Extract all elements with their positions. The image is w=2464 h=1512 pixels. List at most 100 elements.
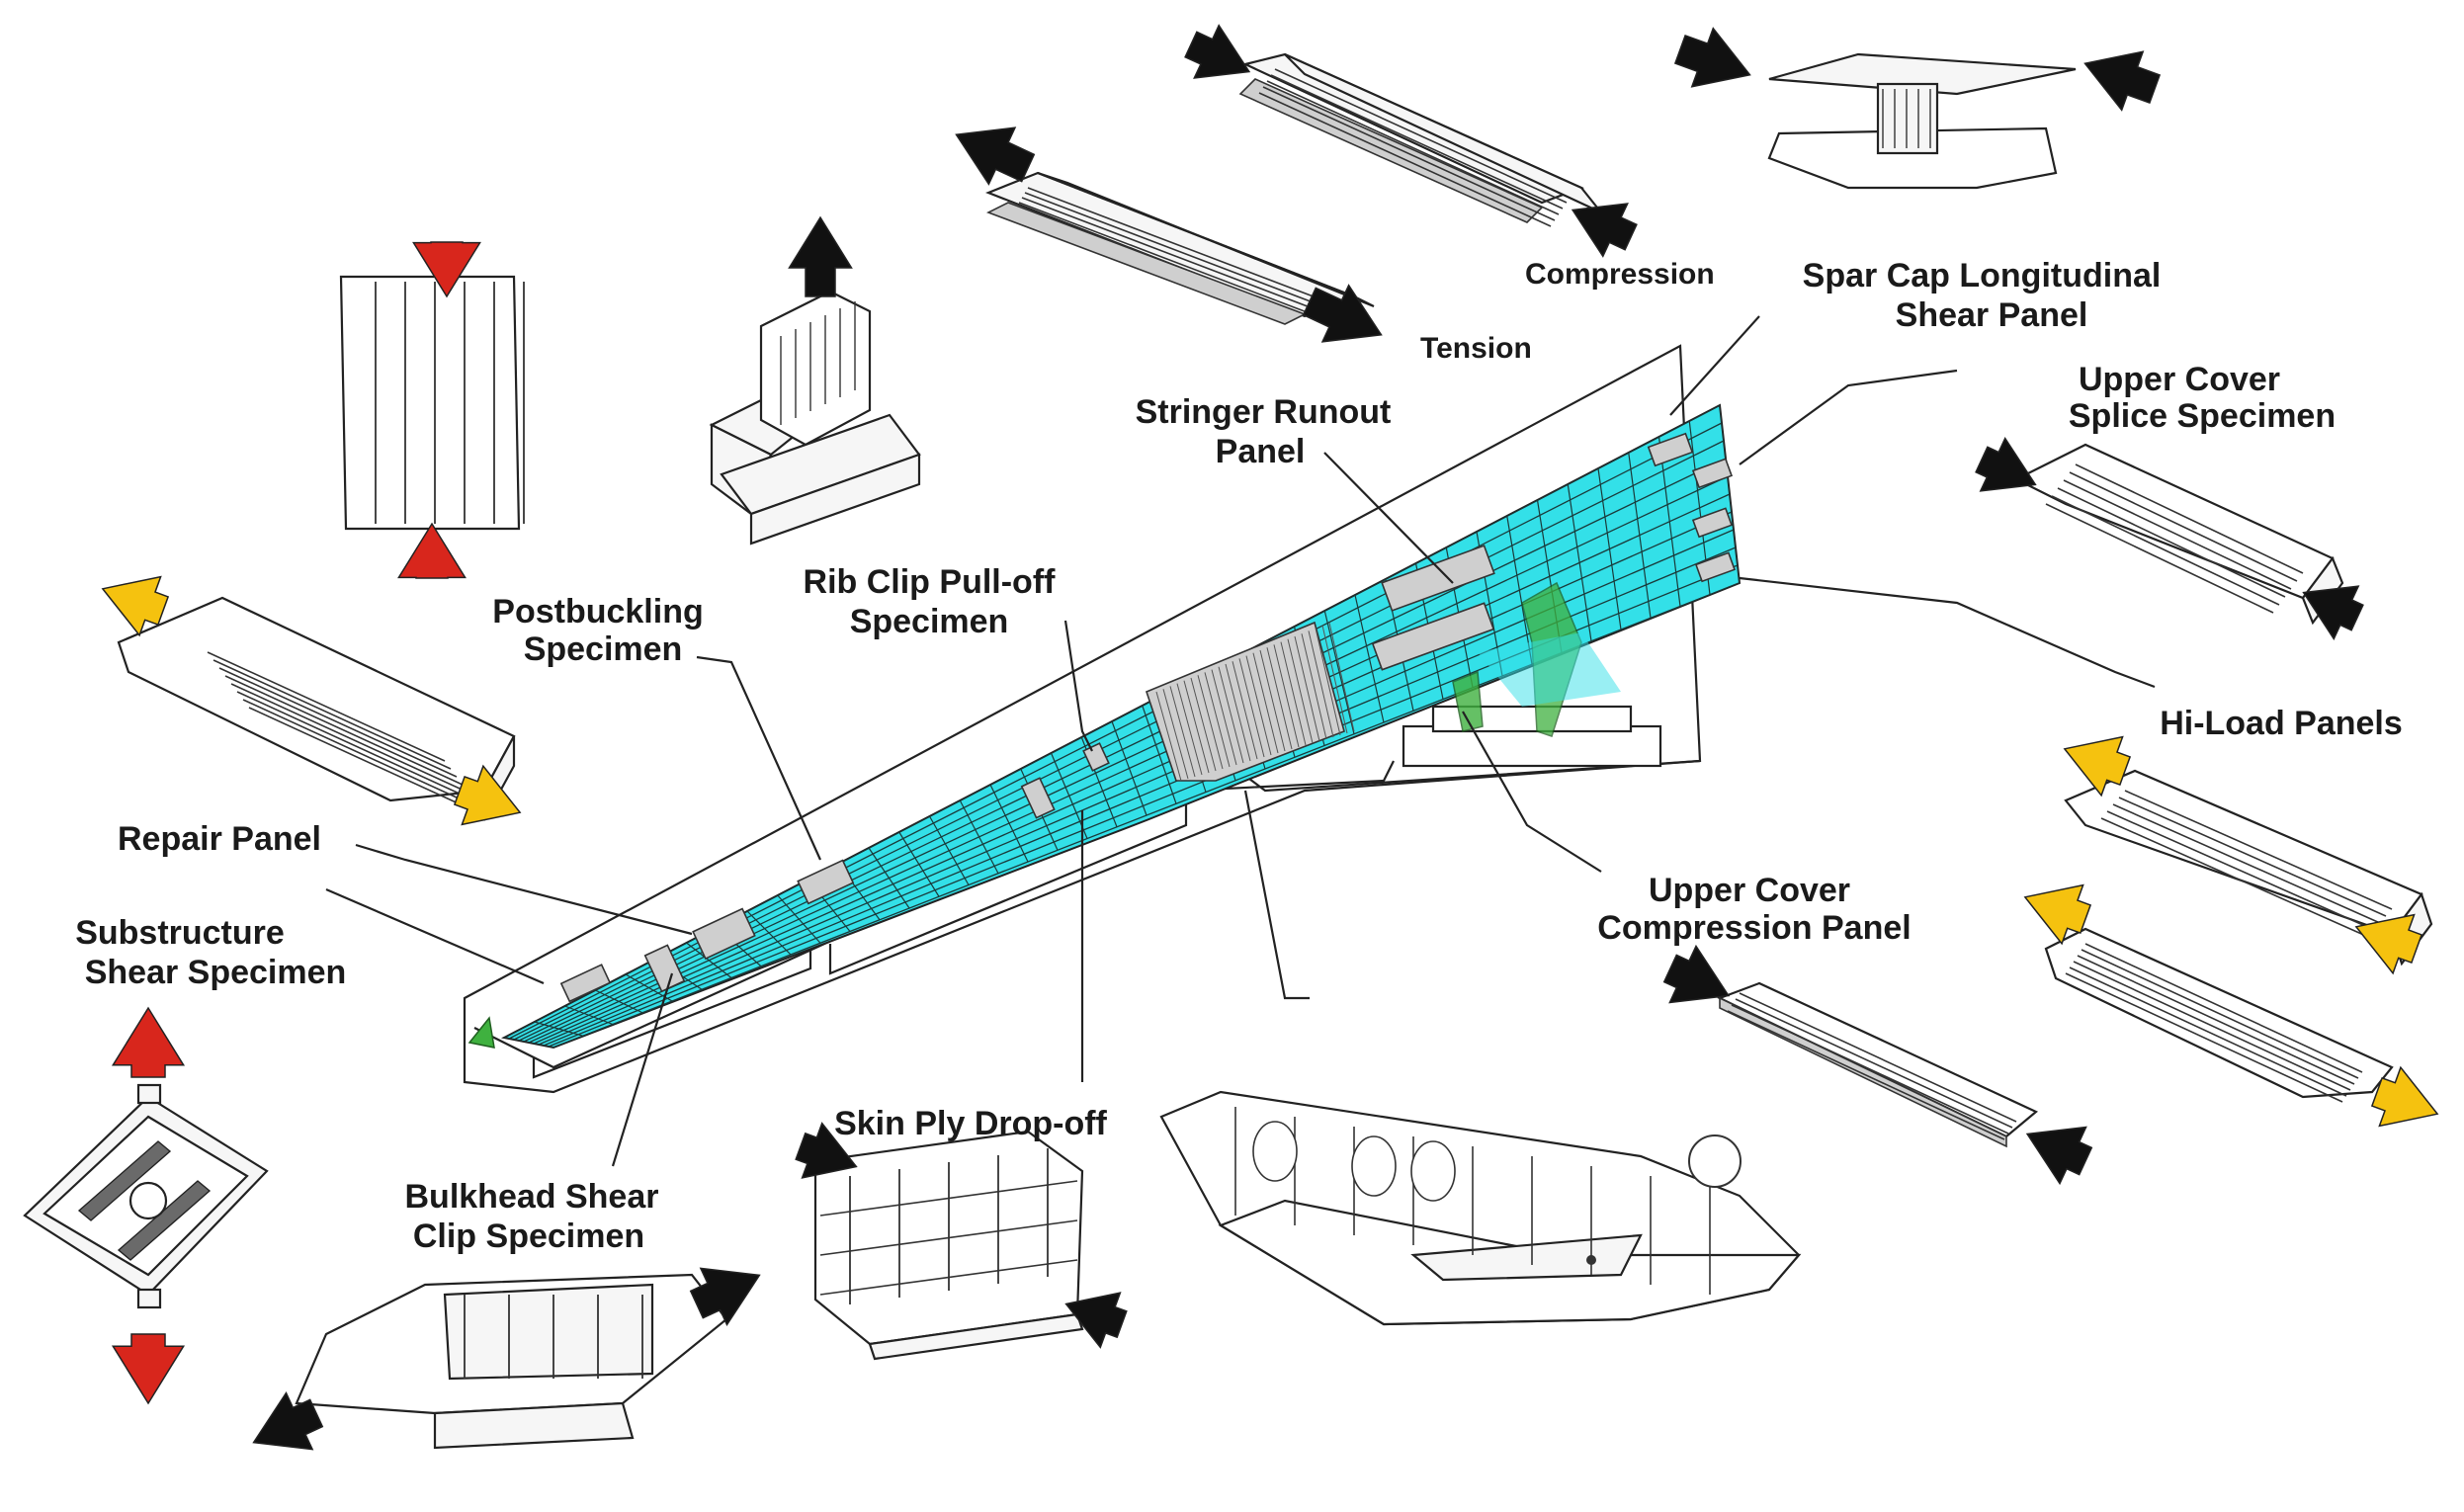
skin-ply-drawing xyxy=(813,1130,1084,1361)
hatch-line xyxy=(1294,635,1320,742)
leader-stringer xyxy=(1323,452,1454,584)
skin-ply-arrow-right xyxy=(1064,1292,1128,1349)
splice-arrow-left xyxy=(1975,437,2037,492)
compression-specimen xyxy=(1238,52,1602,227)
rib-line xyxy=(1506,515,1533,665)
hatch-line xyxy=(1232,661,1258,760)
repair-stringer xyxy=(248,707,487,817)
hi-load-stringer xyxy=(2124,790,2393,910)
label-spar-cap-2: Shear Panel xyxy=(1896,296,2088,334)
center-hatched-panel xyxy=(1146,621,1345,782)
skin-ply-bay xyxy=(819,1259,1078,1296)
patch-hi-2 xyxy=(1694,551,1737,583)
repair-arrow-right xyxy=(453,764,522,826)
leader-repair xyxy=(355,843,693,936)
tension-stringer xyxy=(1018,202,1331,322)
leader-center xyxy=(1243,790,1310,1000)
substructure-arrow-down xyxy=(111,1333,186,1405)
hatch-line xyxy=(1273,644,1300,748)
label-substructure-2: Shear Specimen xyxy=(85,954,347,991)
splice-stringer xyxy=(2075,463,2304,574)
hatch-line xyxy=(1197,675,1224,770)
rib-line xyxy=(1628,452,1652,619)
hi-load-stringer xyxy=(2112,803,2381,924)
label-tension: Tension xyxy=(1420,332,1532,365)
hatch-line xyxy=(1287,638,1314,744)
rib-line xyxy=(746,910,792,956)
hatch-line xyxy=(1321,625,1348,734)
patch-spar-1 xyxy=(1647,432,1694,467)
compression-stringer xyxy=(1262,86,1556,221)
label-compression: Compression xyxy=(1525,258,1715,291)
compression-stringer xyxy=(1270,74,1564,210)
splice-stringer xyxy=(2063,479,2292,590)
label-rib-clip-1: Rib Clip Pull-off xyxy=(804,563,1057,601)
rib-line xyxy=(1597,467,1622,630)
hi-load-arrow-top-left xyxy=(2063,735,2132,798)
hi-load-arrow-lower-right xyxy=(2370,1065,2439,1128)
rib-line xyxy=(1111,720,1147,816)
text-labels: Compression Tension Spar Cap Longitudina… xyxy=(75,257,2403,1255)
rib-line xyxy=(686,942,732,978)
rib-line xyxy=(534,1021,584,1037)
compression-arrow-left xyxy=(1184,24,1251,79)
hi-load-stringer-2 xyxy=(2069,966,2347,1097)
label-upper-comp-2: Compression Panel xyxy=(1597,909,1911,947)
tension-arrow-right xyxy=(1302,284,1383,343)
repair-drawing xyxy=(117,596,516,821)
upper-comp-arrow-right xyxy=(2025,1126,2093,1186)
rib-line xyxy=(928,815,970,885)
substructure-arrow-up xyxy=(111,1006,186,1078)
hi-load-arrow-mid xyxy=(2354,913,2423,975)
rib-line xyxy=(1567,483,1592,641)
patch-skin-ply xyxy=(1020,777,1056,819)
rib-line xyxy=(1323,610,1355,734)
repair-stringer xyxy=(212,659,452,770)
hi-load-stringer-2 xyxy=(2081,949,2359,1079)
hatch-line xyxy=(1315,628,1341,736)
leader-postbuckling xyxy=(696,655,822,861)
leader-hi-load xyxy=(1739,576,2156,689)
patch-repair xyxy=(559,964,612,1003)
hi-load-stringer-2 xyxy=(2084,943,2363,1073)
hi-load-stringer xyxy=(2118,797,2387,917)
wing-rib-base xyxy=(532,949,812,1079)
upper-comp-stringer xyxy=(1739,992,2017,1123)
rib-line xyxy=(989,784,1029,863)
hi-load-stringer xyxy=(2106,810,2375,931)
hatch-line xyxy=(1190,677,1217,772)
skin-patches xyxy=(559,432,1737,1003)
splice-stringer xyxy=(2069,471,2298,582)
wing-box-drawing xyxy=(1159,1090,1802,1326)
tension-stringer xyxy=(1024,192,1337,312)
patch-rib-clip xyxy=(1082,742,1110,772)
repair-stringer xyxy=(207,651,446,762)
leader-upper-splice xyxy=(1739,369,1958,465)
patch-hi-1 xyxy=(1691,507,1734,539)
skin-ply-bay xyxy=(819,1219,1078,1256)
hi-load-stringer-2 xyxy=(2065,972,2343,1103)
leader-spar-cap xyxy=(1669,315,1760,416)
label-upper-splice-1: Upper Cover xyxy=(2079,361,2280,398)
upper-comp-arrow-left xyxy=(1662,944,1731,1004)
patch-postbuckling xyxy=(692,907,756,961)
hatch-line xyxy=(1301,633,1327,740)
substructure-drawing xyxy=(23,1083,269,1309)
hatch-line xyxy=(1266,647,1293,750)
rib-line xyxy=(959,799,999,875)
hatch-line xyxy=(1183,680,1210,774)
repair-stringer xyxy=(230,683,469,794)
postbuckling-drawing xyxy=(339,275,525,531)
label-rib-clip-2: Specimen xyxy=(850,603,1009,640)
hatch-line xyxy=(1252,652,1279,754)
splice-stringer xyxy=(2057,487,2286,598)
label-postbuckling-2: Specimen xyxy=(524,630,683,668)
label-stringer-2: Panel xyxy=(1216,433,1306,470)
lightening-hole xyxy=(1351,1135,1397,1197)
hatch-line xyxy=(1328,622,1355,732)
label-stringer-1: Stringer Runout xyxy=(1136,393,1392,431)
repair-stringer xyxy=(236,691,475,801)
upper-comp-stringer xyxy=(1727,1010,2005,1140)
